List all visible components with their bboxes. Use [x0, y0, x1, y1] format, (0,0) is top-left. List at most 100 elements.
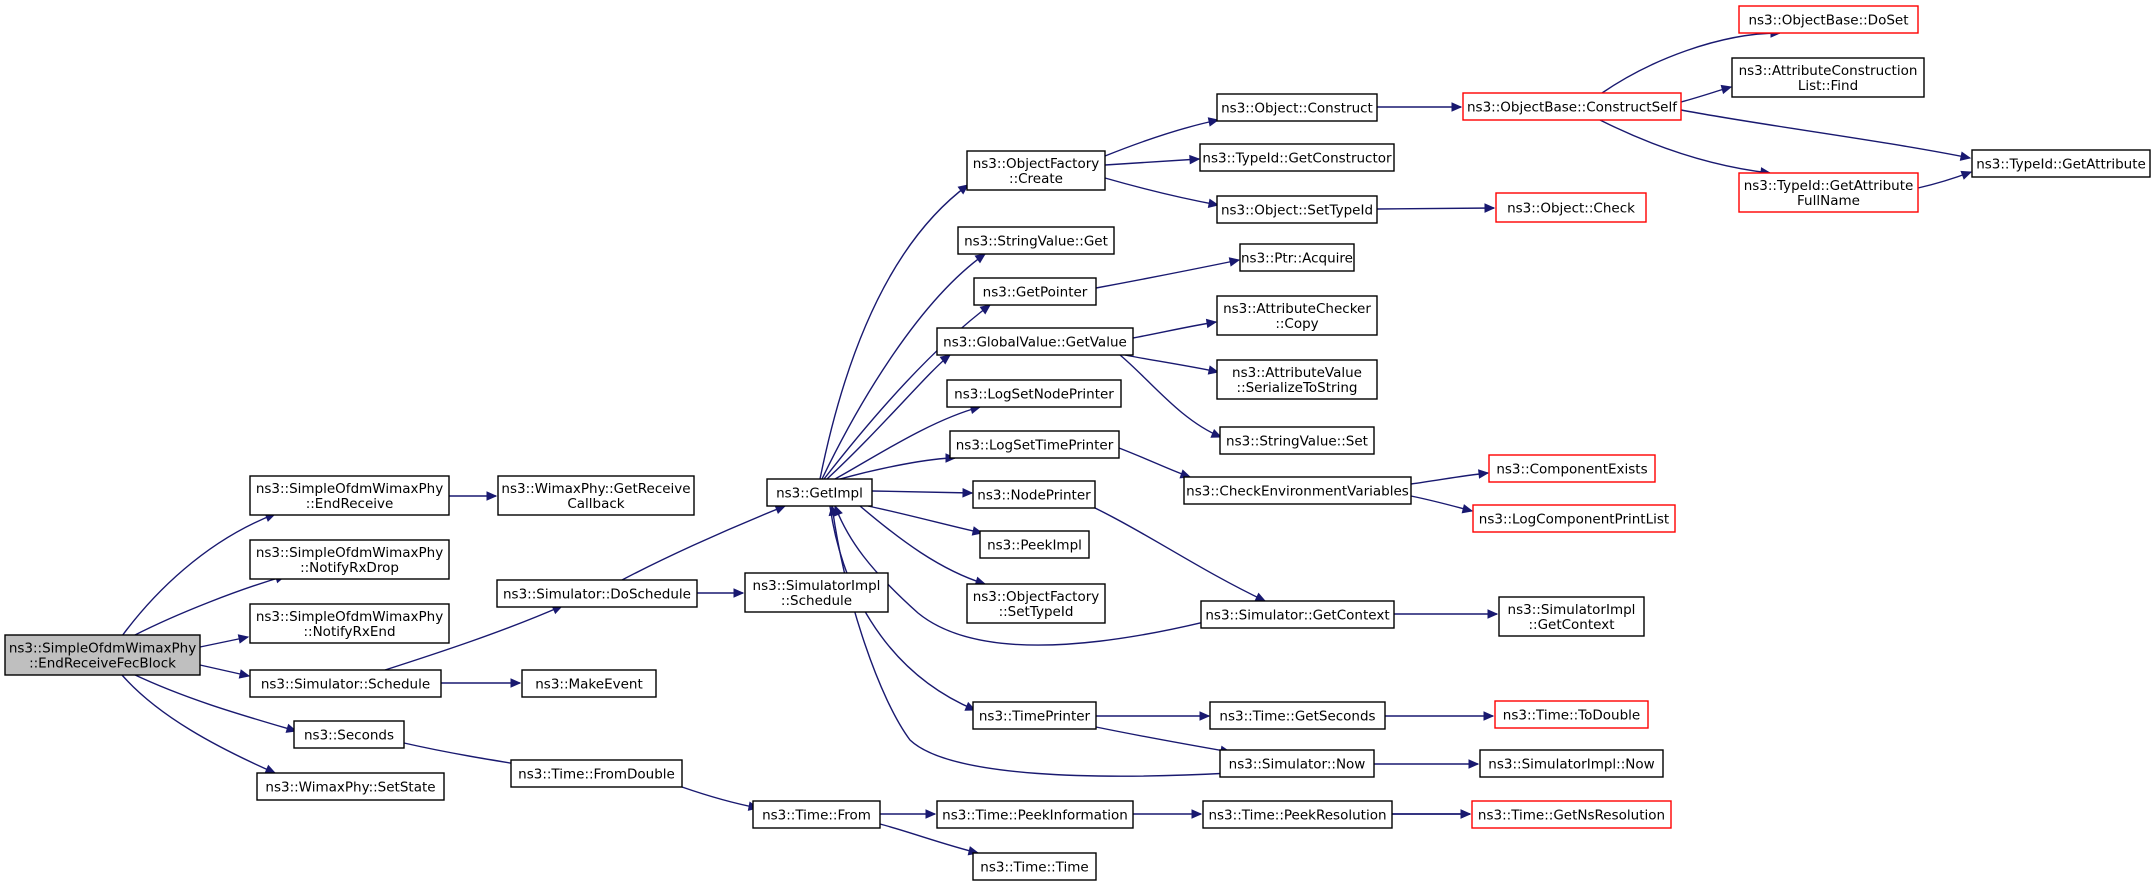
node-strvalget[interactable]: ns3::StringValue::Get — [957, 226, 1115, 255]
node-label: ns3::SimpleOfdmWimaxPhy — [9, 641, 196, 657]
node-timeprinter[interactable]: ns3::TimePrinter — [972, 701, 1097, 730]
node-label: ns3::StringValue::Set — [1226, 434, 1368, 450]
node-logsettime[interactable]: ns3::LogSetTimePrinter — [949, 430, 1120, 459]
node-ptracquire[interactable]: ns3::Ptr::Acquire — [1239, 243, 1355, 272]
node-box — [766, 478, 873, 507]
node-box — [1462, 92, 1682, 121]
node-nodeprinter[interactable]: ns3::NodePrinter — [972, 480, 1096, 509]
arrowhead — [1960, 170, 1973, 180]
node-objcheck[interactable]: ns3::Object::Check — [1495, 192, 1647, 223]
node-simnow[interactable]: ns3::Simulator::Now — [1219, 749, 1375, 778]
node-label: ns3::ObjectBase::DoSet — [1748, 13, 1908, 29]
arrowhead — [238, 669, 251, 679]
node-peekres[interactable]: ns3::Time::PeekResolution — [1202, 800, 1393, 829]
node-obdoset[interactable]: ns3::ObjectBase::DoSet — [1738, 5, 1919, 34]
node-box — [510, 759, 683, 788]
node-label: ::NotifyRxEnd — [303, 624, 395, 640]
node-peekimpl[interactable]: ns3::PeekImpl — [979, 530, 1090, 559]
node-root[interactable]: ns3::SimpleOfdmWimaxPhy::EndReceiveFecBl… — [4, 634, 201, 676]
node-peekinfo[interactable]: ns3::Time::PeekInformation — [936, 800, 1134, 829]
node-timefrom[interactable]: ns3::Time::From — [752, 800, 881, 829]
node-seconds[interactable]: ns3::Seconds — [293, 720, 405, 749]
node-box — [497, 475, 695, 516]
node-notifydrop[interactable]: ns3::SimpleOfdmWimaxPhy::NotifyRxDrop — [249, 539, 450, 580]
call-edge — [1680, 109, 1971, 159]
call-edge — [839, 457, 956, 480]
node-label: ns3::AttributeConstruction — [1739, 63, 1918, 79]
call-edge — [1104, 119, 1219, 157]
node-label: ns3::Time::From — [762, 808, 871, 824]
node-label: ::EndReceiveFecBlock — [29, 656, 176, 672]
arrowhead — [1191, 809, 1203, 819]
node-logsetnode[interactable]: ns3::LogSetNodePrinter — [946, 379, 1122, 408]
arrowhead — [962, 488, 974, 498]
node-label: ns3::CheckEnvironmentVariables — [1186, 484, 1409, 500]
arrowhead — [1451, 102, 1463, 112]
node-label: ns3::Simulator::GetContext — [1205, 608, 1389, 624]
arrowhead — [1189, 154, 1201, 165]
node-timetodouble[interactable]: ns3::Time::ToDouble — [1494, 700, 1649, 729]
node-label: ns3::Object::SetTypeId — [1221, 203, 1373, 219]
node-box — [1216, 93, 1378, 122]
node-timegetsec[interactable]: ns3::Time::GetSeconds — [1209, 701, 1386, 730]
node-label: ns3::LogSetTimePrinter — [956, 438, 1114, 454]
node-timetime[interactable]: ns3::Time::Time — [972, 852, 1097, 881]
node-box — [744, 572, 889, 613]
node-box — [1479, 749, 1664, 778]
node-box — [972, 701, 1097, 730]
node-obconstructself[interactable]: ns3::ObjectBase::ConstructSelf — [1462, 92, 1682, 121]
call-edge — [823, 304, 991, 480]
node-makeevent[interactable]: ns3::MakeEvent — [521, 669, 657, 698]
node-label: ::GetContext — [1528, 617, 1614, 633]
node-label: ns3::SimpleOfdmWimaxPhy — [256, 481, 443, 497]
node-notifyend[interactable]: ns3::SimpleOfdmWimaxPhy::NotifyRxEnd — [249, 603, 450, 644]
node-simimplsched[interactable]: ns3::SimulatorImpl::Schedule — [744, 572, 889, 613]
node-label: ::Schedule — [781, 593, 852, 609]
arrowhead — [1478, 469, 1490, 479]
node-setstate[interactable]: ns3::WimaxPhy::SetState — [256, 772, 445, 801]
node-simimplgetctx[interactable]: ns3::SimulatorImpl::GetContext — [1498, 596, 1645, 637]
node-fromdouble[interactable]: ns3::Time::FromDouble — [510, 759, 683, 788]
node-label: ns3::ObjectBase::ConstructSelf — [1467, 100, 1678, 116]
node-label: ns3::Simulator::Now — [1229, 757, 1366, 773]
node-typeidgetattr[interactable]: ns3::TypeId::GetAttribute — [1971, 149, 2151, 178]
node-attrcheckcopy[interactable]: ns3::AttributeChecker::Copy — [1216, 295, 1378, 336]
node-endrecv[interactable]: ns3::SimpleOfdmWimaxPhy::EndReceive — [249, 475, 450, 516]
node-label: ns3::Ptr::Acquire — [1241, 251, 1353, 267]
node-typeidgetctor[interactable]: ns3::TypeId::GetConstructor — [1199, 143, 1395, 172]
node-simimplnow[interactable]: ns3::SimulatorImpl::Now — [1479, 749, 1664, 778]
call-edge — [1094, 507, 1266, 602]
node-doschedule[interactable]: ns3::Simulator::DoSchedule — [496, 579, 698, 608]
node-attrvalser[interactable]: ns3::AttributeValue::SerializeToString — [1216, 359, 1378, 400]
node-objsettypeid[interactable]: ns3::Object::SetTypeId — [1216, 195, 1378, 224]
node-strvalset[interactable]: ns3::StringValue::Set — [1219, 426, 1375, 455]
node-box — [1183, 476, 1412, 505]
node-box — [256, 772, 445, 801]
node-box — [1239, 243, 1355, 272]
node-compexists[interactable]: ns3::ComponentExists — [1488, 454, 1656, 483]
arrowhead — [1484, 203, 1496, 213]
node-getpointer[interactable]: ns3::GetPointer — [973, 277, 1097, 306]
node-label: ns3::Simulator::DoSchedule — [503, 587, 691, 603]
node-box — [249, 475, 450, 516]
node-label: ns3::ComponentExists — [1496, 462, 1647, 478]
node-label: ns3::AttributeChecker — [1223, 301, 1371, 317]
node-logcompprint[interactable]: ns3::LogComponentPrintList — [1472, 504, 1676, 533]
node-timegetnsres[interactable]: ns3::Time::GetNsResolution — [1471, 800, 1672, 829]
node-schedule[interactable]: ns3::Simulator::Schedule — [249, 669, 442, 698]
node-label: List::Find — [1798, 78, 1858, 94]
node-box — [249, 603, 450, 644]
node-gvgetvalue[interactable]: ns3::GlobalValue::GetValue — [936, 327, 1134, 356]
node-ofcreate[interactable]: ns3::ObjectFactory::Create — [966, 150, 1106, 191]
arrowhead — [1207, 117, 1220, 127]
node-simgetctx[interactable]: ns3::Simulator::GetContext — [1200, 600, 1395, 629]
node-box — [973, 277, 1097, 306]
node-label: ns3::Time::FromDouble — [518, 767, 675, 783]
node-objconstruct[interactable]: ns3::Object::Construct — [1216, 93, 1378, 122]
node-getimpl[interactable]: ns3::GetImpl — [766, 478, 873, 507]
node-ofsettypeid[interactable]: ns3::ObjectFactory::SetTypeId — [966, 583, 1106, 624]
node-checkenv[interactable]: ns3::CheckEnvironmentVariables — [1183, 476, 1412, 505]
